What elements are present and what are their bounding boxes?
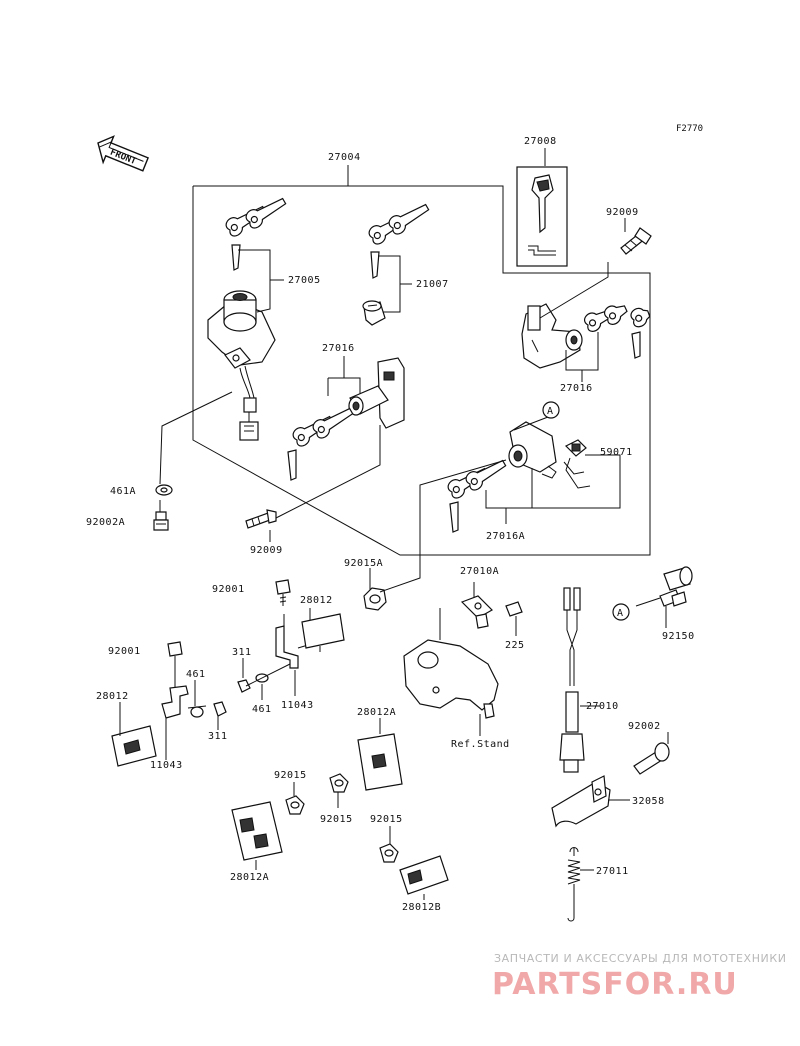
washer-461A (155, 484, 173, 496)
bolt-92001-b (167, 641, 183, 690)
callout-21007: 21007 (416, 279, 449, 290)
seat-lock-27016-mid (348, 357, 405, 429)
figure-id: F2770 (676, 124, 703, 134)
callout-461A: 461A (110, 486, 136, 497)
reflector-28012-a (301, 613, 345, 652)
reflector-28012-b (111, 725, 157, 767)
leader-lines (159, 218, 626, 593)
keys-21007 (368, 203, 430, 279)
callout-27010: 27010 (586, 701, 619, 712)
callout-labels: 27004 27008 92009 27005 21007 27016 2701… (86, 136, 695, 913)
callout-92015A: 92015A (344, 558, 383, 569)
nut-92015A (363, 587, 387, 611)
ignition-switch (207, 290, 276, 441)
watermark-caption: ЗАПЧАСТИ И АКСЕССУАРЫ ДЛЯ МОТОТЕХНИКИ (494, 952, 787, 965)
callout-28012-a: 28012 (300, 595, 333, 606)
seat-lock-27016-right (521, 303, 583, 369)
callout-92002A: 92002A (86, 517, 125, 528)
callout-11043-b: 11043 (150, 760, 183, 771)
nut-92015-a (285, 782, 305, 815)
switch-27010A (460, 582, 523, 636)
callout-ref-stand: Ref.Stand (451, 739, 510, 750)
callout-27016A: 27016A (486, 531, 525, 542)
callout-92009-mid: 92009 (250, 545, 283, 556)
screw-92009-mid (245, 509, 277, 529)
nut-92015-b (329, 773, 349, 808)
callout-32058: 32058 (632, 796, 665, 807)
cable-59071 (563, 439, 591, 489)
screw-92009-top (620, 227, 652, 255)
callout-92015-b: 92015 (320, 814, 353, 825)
callout-27008: 27008 (524, 136, 557, 147)
ref-a-circle-1: A (542, 401, 560, 419)
reflector-28012B (399, 855, 449, 900)
callout-311-a: 311 (232, 647, 252, 658)
callout-92015-a: 92015 (274, 770, 307, 781)
switch-27010 (559, 587, 600, 773)
callout-27016-mid: 27016 (322, 343, 355, 354)
callout-28012B: 28012B (402, 902, 441, 913)
spring-27011 (567, 847, 594, 922)
lock-27016A (508, 421, 557, 479)
leader-311-461 (245, 663, 291, 687)
washer-461-b (190, 706, 204, 718)
callout-92001-a: 92001 (212, 584, 245, 595)
callout-27005: 27005 (288, 275, 321, 286)
reflector-28012A-a (357, 718, 403, 791)
bolts-92150 (635, 566, 693, 628)
bolt-92001-a (275, 579, 291, 606)
callout-27010A: 27010A (460, 566, 499, 577)
callout-28012A-a: 28012A (357, 707, 396, 718)
callout-225: 225 (505, 640, 525, 651)
nut-92015-c (379, 826, 399, 863)
callout-27004: 27004 (328, 152, 361, 163)
key-card-27008 (516, 166, 568, 267)
bolt-92002 (633, 732, 670, 775)
ref-a-label-2: A (617, 608, 624, 619)
lock-cylinder-21007 (362, 300, 386, 326)
nut-311-a (237, 679, 251, 693)
ref-a-circle-2: A (612, 603, 630, 621)
callout-92001-b: 92001 (108, 646, 141, 657)
callout-92009-top: 92009 (606, 207, 639, 218)
callout-27016-right: 27016 (560, 383, 593, 394)
callout-461-b: 461 (252, 704, 272, 715)
watermark-logo: PARTSFOR.RU (492, 967, 738, 1002)
keys-27005 (225, 197, 287, 271)
callout-28012A-b: 28012A (230, 872, 269, 883)
ref-a-label-1: A (547, 406, 554, 417)
callout-92015-c: 92015 (370, 814, 403, 825)
callout-59071: 59071 (600, 447, 633, 458)
callout-92002: 92002 (628, 721, 661, 732)
side-stand-ref (403, 608, 499, 736)
nut-311-b (213, 701, 227, 717)
callout-92150: 92150 (662, 631, 695, 642)
callout-311-b: 311 (208, 731, 228, 742)
callout-461-a: 461 (186, 669, 206, 680)
assembly-outline (192, 148, 651, 556)
reflector-28012A-b (231, 801, 283, 870)
callout-11043-a: 11043 (281, 700, 314, 711)
callout-27011: 27011 (596, 866, 629, 877)
callout-28012-b: 28012 (96, 691, 129, 702)
front-arrow: FRONT (97, 135, 149, 172)
bolt-92002A (153, 511, 169, 531)
keys-27016-right (584, 305, 651, 359)
bracket-32058 (551, 775, 630, 828)
keys-27016A (447, 459, 507, 533)
keys-27016-mid (287, 407, 354, 481)
